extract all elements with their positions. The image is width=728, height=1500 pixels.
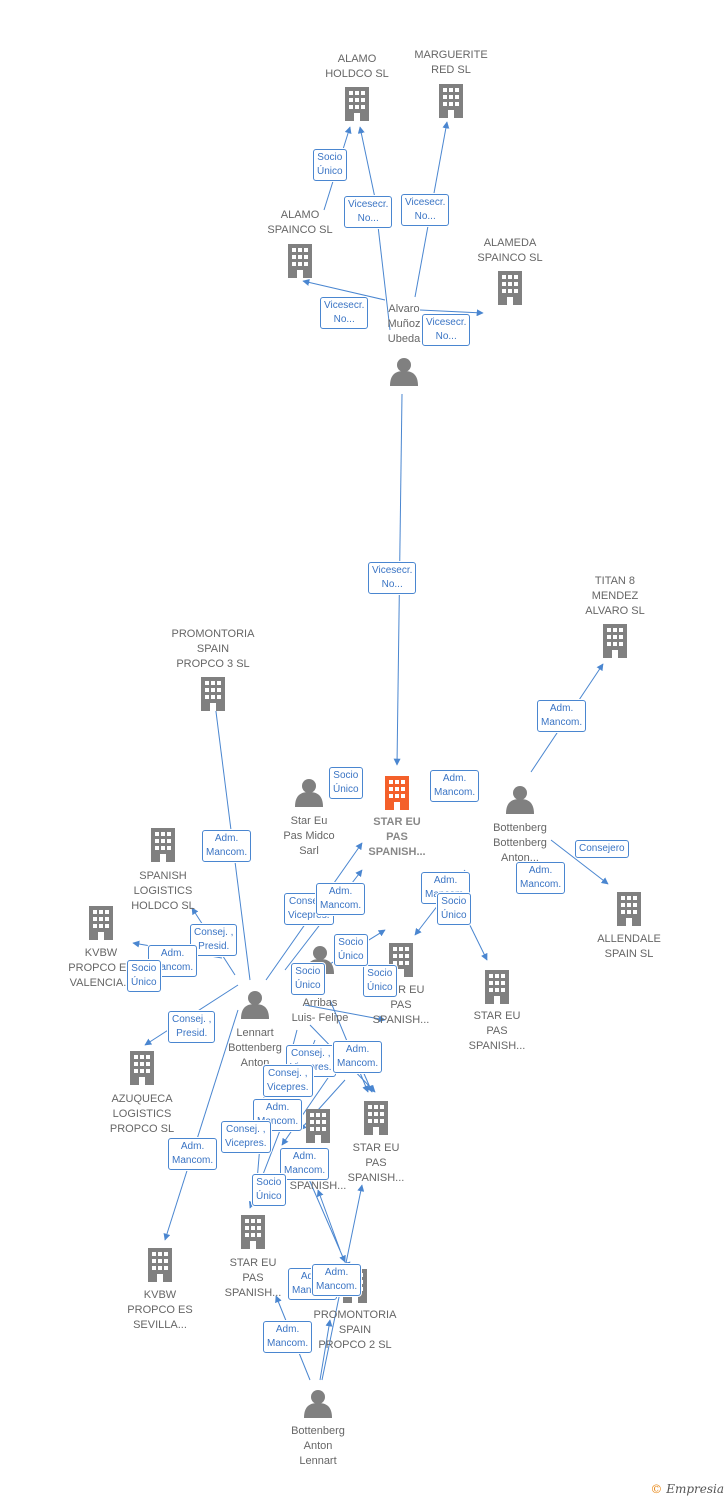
edge-role-label[interactable]: Adm. Mancom. <box>316 883 366 915</box>
building-icon[interactable] <box>364 1101 388 1135</box>
edge-line <box>302 279 386 301</box>
building-icon[interactable] <box>498 271 522 305</box>
edge-role-label[interactable]: Adm. Mancom. <box>537 700 587 732</box>
node-label-titan8[interactable]: TITAN 8 MENDEZ ALVARO SL <box>585 575 645 617</box>
edge-role-label[interactable]: Adm. Mancom. <box>312 1264 362 1296</box>
edge-role-label[interactable]: Consej. , Vicepres. <box>263 1065 313 1097</box>
edge-line <box>316 1189 341 1251</box>
node-label-alvaro[interactable]: Alvaro Muñoz Ubeda <box>387 303 421 345</box>
edge-role-label[interactable]: Vicesecr. No... <box>401 194 450 226</box>
person-icon[interactable] <box>506 786 534 814</box>
node-label-alamo-spainco[interactable]: ALAMO SPAINCO SL <box>267 209 333 236</box>
edge-role-label[interactable]: Socio Único <box>363 965 397 997</box>
edge-role-label[interactable]: Adm. Mancom. <box>516 862 566 894</box>
edge-role-label[interactable]: Adm. Mancom. <box>202 830 252 862</box>
edge-role-label[interactable]: Adm. Mancom. <box>280 1148 330 1180</box>
brand-name: Empresia <box>666 1482 724 1496</box>
node-label-promontoria3[interactable]: PROMONTORIA SPAIN PROPCO 3 SL <box>171 628 255 670</box>
node-label-star-bl[interactable]: STAR EU PAS SPANISH... <box>224 1257 282 1299</box>
person-icon[interactable] <box>304 1390 332 1418</box>
person-icon[interactable] <box>295 779 323 807</box>
node-label-lennart[interactable]: Lennart Bottenberg Anton <box>228 1027 282 1069</box>
edge-role-label[interactable]: Vicesecr. No... <box>344 196 393 228</box>
node-label-spanish-log[interactable]: SPANISH LOGISTICS HOLDCO SL <box>131 870 195 912</box>
edge-role-label[interactable]: Adm. Mancom. <box>333 1041 383 1073</box>
building-icon[interactable] <box>345 87 369 121</box>
edge-role-label[interactable]: Socio Único <box>252 1174 286 1206</box>
node-label-kvbw-sev[interactable]: KVBW PROPCO ES SEVILLA... <box>127 1289 193 1331</box>
edge-role-label[interactable]: Socio Único <box>329 767 363 799</box>
building-icon[interactable] <box>306 1109 330 1143</box>
node-label-alamo-holdco[interactable]: ALAMO HOLDCO SL <box>325 53 389 80</box>
node-label-allendale[interactable]: ALLENDALE SPAIN SL <box>597 933 661 960</box>
edge-role-label[interactable]: Vicesecr. No... <box>422 314 471 346</box>
edge-role-label[interactable]: Vicesecr. No... <box>368 562 417 594</box>
building-icon[interactable] <box>485 970 509 1004</box>
person-icon[interactable] <box>390 358 418 386</box>
edge-role-label[interactable]: Socio Único <box>437 893 471 925</box>
edge-line <box>550 839 609 885</box>
node-label-alameda[interactable]: ALAMEDA SPAINCO SL <box>477 237 543 264</box>
node-label-promontoria2[interactable]: PROMONTORIA SPAIN PROPCO 2 SL <box>313 1309 397 1351</box>
edge-role-label[interactable]: Socio Único <box>127 960 161 992</box>
edge-line <box>304 1004 386 1023</box>
node-label-star-r[interactable]: STAR EU PAS SPANISH... <box>468 1010 526 1052</box>
node-label-marguerite[interactable]: MARGUERITE RED SL <box>414 49 488 76</box>
edge-role-label[interactable]: Adm. Mancom. <box>168 1138 218 1170</box>
node-label-azuqueca[interactable]: AZUQUECA LOGISTICS PROPCO SL <box>109 1093 175 1135</box>
edge-role-label[interactable]: Consej. , Presid. <box>168 1011 216 1043</box>
building-icon[interactable] <box>439 84 463 118</box>
building-icon[interactable] <box>201 677 225 711</box>
edge-line <box>357 126 376 199</box>
node-label-star-e[interactable]: SPANISH... <box>289 1180 347 1192</box>
building-icon[interactable] <box>603 624 627 658</box>
edge-role-label[interactable]: Socio Único <box>291 963 325 995</box>
building-icon[interactable] <box>385 776 409 810</box>
edge-line <box>319 1319 333 1381</box>
building-icon[interactable] <box>241 1215 265 1249</box>
brand-logo: © Empresia <box>650 1482 724 1496</box>
edge-role-label[interactable]: Consejero <box>575 840 629 858</box>
node-label-star-midco[interactable]: Star Eu Pas Midco Sarl <box>283 815 335 857</box>
edge-role-label[interactable]: Adm. Mancom. <box>430 770 480 802</box>
building-icon[interactable] <box>130 1051 154 1085</box>
building-icon[interactable] <box>288 244 312 278</box>
building-icon[interactable] <box>151 828 175 862</box>
edge-role-label[interactable]: Adm. Mancom. <box>263 1321 313 1353</box>
edge-role-label[interactable]: Vicesecr. No... <box>320 297 369 329</box>
building-icon[interactable] <box>617 892 641 926</box>
node-label-star-d[interactable]: STAR EU PAS SPANISH... <box>347 1142 405 1184</box>
node-label-star-main[interactable]: STAR EU PAS SPANISH... <box>368 816 426 858</box>
node-label-bottenberg-r[interactable]: Bottenberg Bottenberg Anton... <box>493 822 547 864</box>
edge-role-label[interactable]: Consej. , Vicepres. <box>221 1121 271 1153</box>
edge-line <box>419 309 484 317</box>
node-label-arribas[interactable]: Arribas Luis- Felipe <box>291 997 349 1024</box>
edge-role-label[interactable]: Socio Único <box>334 934 368 966</box>
edge-role-label[interactable]: Consej. , Presid. <box>190 924 238 956</box>
node-label-bottenberg-b[interactable]: Bottenberg Anton Lennart <box>291 1425 345 1467</box>
building-icon[interactable] <box>148 1248 172 1282</box>
edge-role-label[interactable]: Socio Único <box>313 149 347 181</box>
edge-role-label[interactable]: Adm. Mancom. <box>253 1099 303 1131</box>
edge-line <box>304 1169 346 1263</box>
copyright-icon: © <box>650 1482 663 1496</box>
edge-line <box>163 1009 239 1241</box>
